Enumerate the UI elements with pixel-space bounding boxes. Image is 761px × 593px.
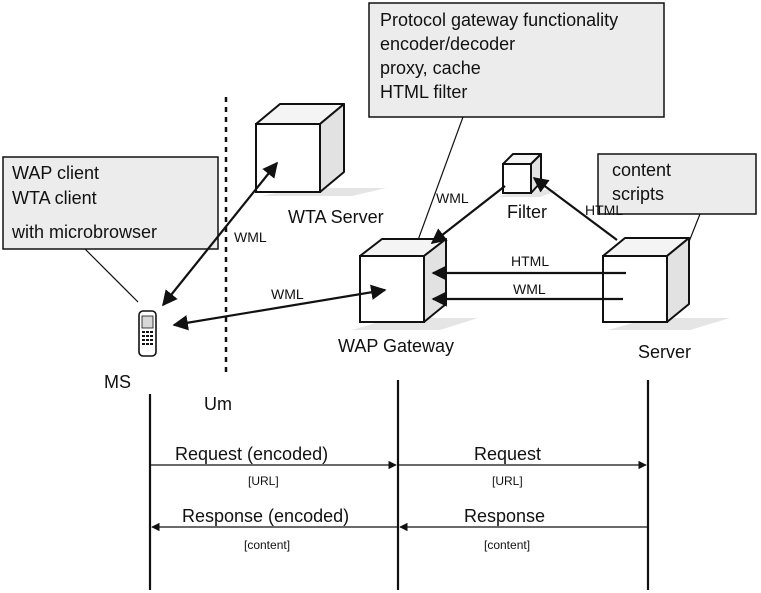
server-callout-box xyxy=(597,153,757,215)
client-callout: WAP client WTA client with microbrowser xyxy=(2,156,219,303)
server-cube-front xyxy=(602,255,668,323)
wap-gateway-label: WAP Gateway xyxy=(338,336,454,356)
link-ms-wta-label: WML xyxy=(234,229,267,245)
msg-response-param: [content] xyxy=(484,538,530,552)
client-callout-line-1: WAP client xyxy=(12,163,99,183)
server-callout-line-1: content xyxy=(612,160,671,180)
filter-label: Filter xyxy=(507,202,547,222)
server-label: Server xyxy=(638,342,691,362)
mobile-phone-icon xyxy=(138,310,157,357)
link-filter-gateway xyxy=(430,185,506,244)
msg-response-encoded-label: Response (encoded) xyxy=(182,506,349,526)
link-filter-gateway-label: WML xyxy=(436,190,469,206)
msg-request-param: [URL] xyxy=(492,474,523,488)
client-callout-line-2: WTA client xyxy=(12,188,97,208)
link-server-gateway-wml-label: WML xyxy=(513,281,546,297)
gateway-callout: Protocol gateway functionality encoder/d… xyxy=(368,2,665,263)
server-callout-line-2: scripts xyxy=(612,184,664,204)
um-label: Um xyxy=(204,394,232,414)
client-callout-pointer xyxy=(84,248,139,303)
link-ms-gateway xyxy=(172,284,387,331)
gateway-callout-line-3: proxy, cache xyxy=(380,58,481,78)
client-callout-line-3: with microbrowser xyxy=(11,222,157,242)
wap-gateway-node: WAP Gateway xyxy=(338,238,478,356)
ms-node: MS xyxy=(104,310,157,392)
wta-server-cube-front xyxy=(255,123,321,193)
gateway-callout-pointer xyxy=(409,116,464,263)
server-shadow xyxy=(608,318,730,330)
wap-gateway-cube-front xyxy=(359,255,425,323)
msg-response-label: Response xyxy=(464,506,545,526)
link-ms-wta xyxy=(162,161,278,307)
ms-label: MS xyxy=(104,372,131,392)
server-node: Server xyxy=(602,237,730,362)
link-ms-gateway-label: WML xyxy=(271,286,304,302)
link-server-filter-label: HTML xyxy=(585,202,623,218)
msg-request-label: Request xyxy=(474,444,541,464)
gateway-callout-line-2: encoder/decoder xyxy=(380,34,515,54)
gateway-callout-line-4: HTML filter xyxy=(380,82,467,102)
msg-request-encoded-label: Request (encoded) xyxy=(175,444,328,464)
filter-cube-front xyxy=(502,163,532,194)
msg-request-encoded-param: [URL] xyxy=(248,474,279,488)
link-server-filter xyxy=(532,177,618,241)
wta-server-label: WTA Server xyxy=(288,207,384,227)
filter-node: Filter xyxy=(498,153,560,222)
server-callout: content scripts xyxy=(597,153,757,283)
msg-response-encoded-param: [content] xyxy=(244,538,290,552)
gateway-callout-line-1: Protocol gateway functionality xyxy=(380,10,618,30)
link-server-gateway-html-label: HTML xyxy=(511,253,549,269)
gateway-callout-box xyxy=(368,2,665,118)
